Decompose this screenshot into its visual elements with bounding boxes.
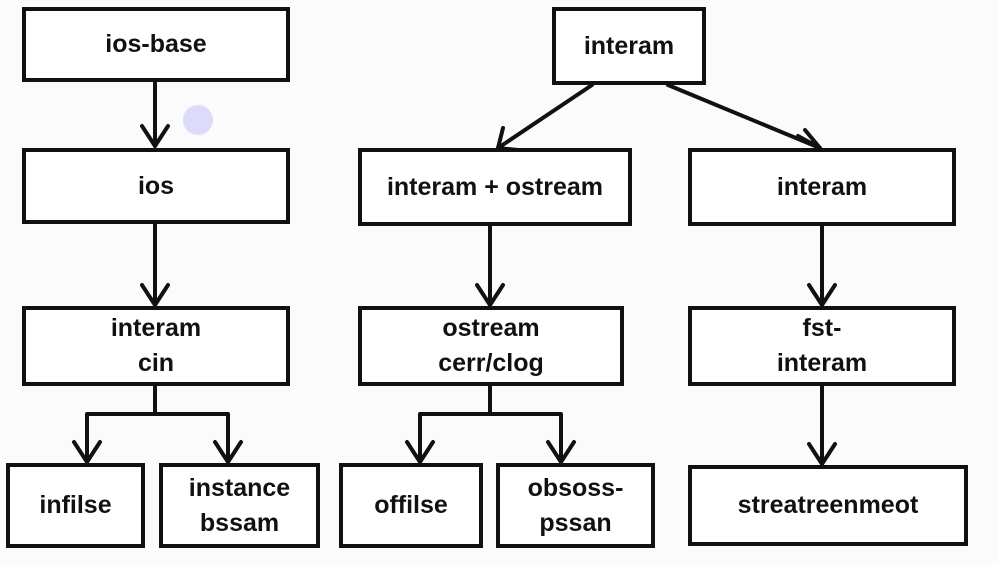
node-interam-cin: interam cin [22, 306, 290, 386]
node-label-line1: instance [188, 473, 291, 502]
edge-cin-branch [85, 384, 230, 464]
node-label-line2: bssam [199, 508, 280, 537]
node-label-line1: obsoss- [527, 473, 624, 502]
node-label-line1: fst- [802, 314, 842, 342]
node-fst-interam: fst- interam [688, 306, 956, 386]
node-interam-ostream: interam + ostream [358, 148, 632, 226]
selection-marker [183, 105, 213, 135]
node-ios: ios [22, 148, 290, 224]
node-label-line1: ostream [442, 314, 540, 342]
arrowhead-infilse [72, 440, 102, 464]
node-label: interam [583, 31, 675, 60]
node-label: ios [137, 171, 175, 200]
node-interam-top: interam [552, 7, 706, 85]
node-offilse: offilse [339, 463, 483, 548]
node-ios-base: ios-base [22, 7, 290, 82]
arrowhead-ostream-cerr [475, 283, 505, 307]
node-label-line2: cerr/clog [438, 349, 544, 377]
arrowhead-obsoss [546, 440, 576, 464]
node-interam-right: interam [688, 148, 956, 226]
node-streatreenmeot: streatreenmeot [688, 465, 968, 546]
node-label-line1: interam [110, 314, 202, 342]
node-ostream-cerr-clog: ostream cerr/clog [358, 306, 624, 386]
arrowhead-interam-cin [140, 283, 170, 307]
edge-interam-top-left [496, 83, 594, 150]
arrowhead-fst-interam [807, 283, 837, 307]
edge-interam-top-right [666, 83, 822, 150]
node-label-line2: pssan [539, 508, 612, 537]
edge-cerr-branch [418, 384, 563, 464]
node-label: interam [776, 172, 868, 201]
node-label: offilse [374, 491, 448, 519]
node-infilse: infilse [6, 463, 145, 548]
node-obsoss-pssan: obsoss- pssan [496, 463, 655, 548]
node-instance-bssam: instance bssam [159, 463, 320, 548]
arrowhead-offilse [405, 440, 435, 464]
arrowhead-streatreenmeot [807, 442, 837, 466]
node-label: interam + ostream [386, 172, 604, 201]
node-label: ios-base [105, 30, 207, 58]
node-label-line2: interam [776, 349, 868, 377]
node-label: streatreenmeot [737, 491, 919, 519]
node-label: infilse [39, 491, 112, 519]
arrowhead-instance-bssam [213, 440, 243, 464]
node-label-line2: cin [137, 349, 175, 377]
arrowhead-ios [140, 124, 170, 148]
